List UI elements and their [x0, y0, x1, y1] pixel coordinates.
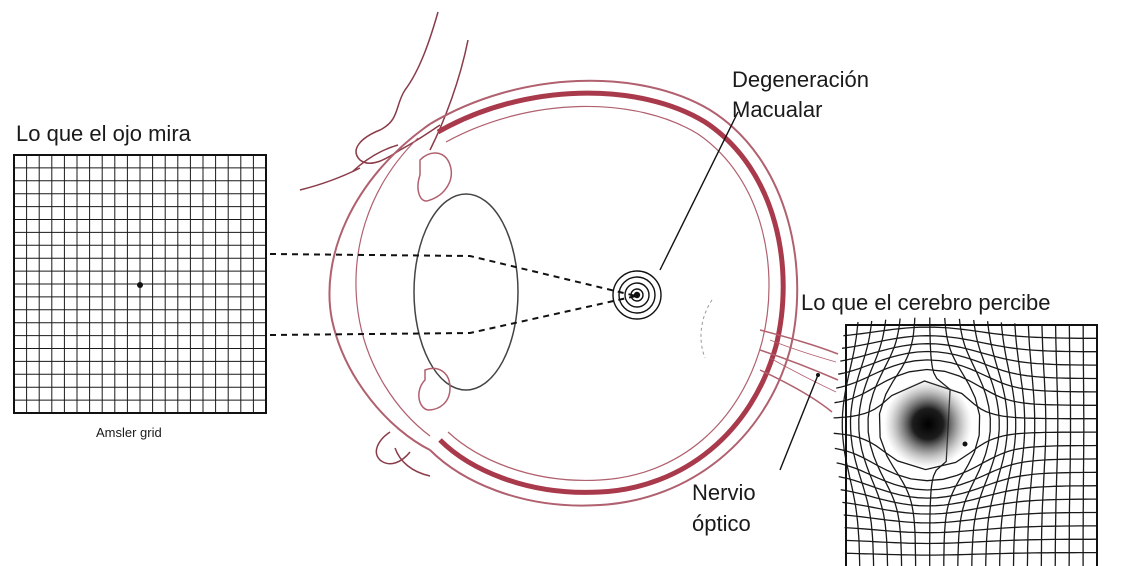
distorted-grid-line	[1041, 324, 1046, 566]
macula-label-line1: Degeneración	[732, 67, 869, 92]
distorted-grid-line	[845, 539, 1097, 543]
eyeball	[329, 81, 797, 506]
distorted-grid-line	[1083, 325, 1084, 566]
lens	[414, 194, 518, 390]
distorted-grid-line	[837, 459, 1098, 490]
grid-caption: Amsler grid	[96, 426, 162, 441]
macula-label-line2: Macualar	[732, 97, 822, 122]
distorted-grid	[834, 318, 1098, 566]
distorted-grid-line	[844, 513, 1097, 523]
macula	[613, 271, 661, 319]
blind-spot	[884, 380, 972, 468]
distorted-grid-line	[846, 553, 1097, 556]
distorted-grid-line	[843, 327, 1097, 338]
nerve-label-line1: Nervio	[692, 480, 756, 505]
nerve-label-line2: óptico	[692, 511, 751, 536]
seen-title: Lo que el ojo mira	[16, 121, 191, 146]
brain-title: Lo que el cerebro percibe	[801, 290, 1051, 315]
distorted-grid-line	[1027, 324, 1034, 566]
amsler-grid	[14, 155, 266, 413]
optic-nerve	[760, 330, 838, 412]
macula-pointer-line	[660, 112, 738, 270]
distorted-grid-line	[845, 526, 1098, 533]
optic-disc	[701, 300, 712, 358]
amsler-center-dot	[137, 282, 143, 288]
